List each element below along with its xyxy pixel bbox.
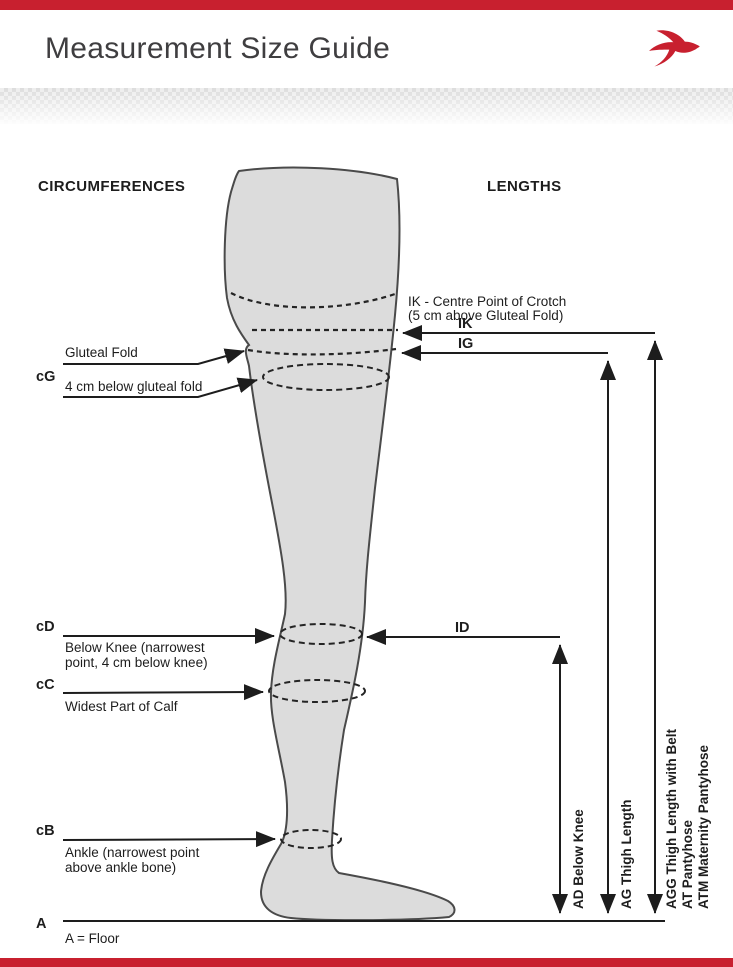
ag-length-label: AG Thigh Length: [619, 800, 634, 909]
ik-code: IK: [458, 316, 473, 332]
circumferences-heading: CIRCUMFERENCES: [38, 178, 185, 195]
cg-code: cG: [36, 369, 55, 385]
cg-sub-label: 4 cm below gluteal fold: [65, 379, 202, 394]
lengths-heading: LENGTHS: [487, 178, 561, 195]
hip-circumference-dash: [230, 292, 396, 309]
at-length-label: AT Pantyhose: [680, 819, 695, 909]
ik-note-line1: IK - Centre Point of Crotch: [408, 294, 566, 309]
leg-illustration: [223, 166, 456, 922]
id-code: ID: [455, 620, 470, 636]
bottom-accent-bar: [0, 958, 733, 967]
gluteal-fold-dash: [247, 347, 397, 356]
cd-code: cD: [36, 619, 55, 635]
cb-label-line1: Ankle (narrowest point: [65, 845, 200, 860]
swallow-bird-icon: [649, 30, 700, 67]
cc-arrow: [62, 684, 264, 701]
ik-note-line2: (5 cm above Gluteal Fold): [408, 308, 563, 323]
cd-label-line1: Below Knee (narrowest: [65, 640, 205, 655]
cc-label: Widest Part of Calf: [65, 699, 178, 714]
cb-code: cB: [36, 823, 55, 839]
cd-label-line2: point, 4 cm below knee): [65, 655, 208, 670]
cg-arrow: [63, 377, 258, 398]
a-floor-label: A = Floor: [65, 931, 120, 946]
thigh-circumference-ellipse: [262, 363, 390, 391]
measurement-diagram: CIRCUMFERENCES LENGTHS Gluteal Fold cG 4…: [36, 166, 711, 946]
a-code: A: [36, 916, 47, 932]
header: Measurement Size Guide: [0, 10, 733, 88]
cc-code: cC: [36, 677, 55, 693]
cb-label-line2: above ankle bone): [65, 860, 176, 875]
agg-length-label: AGG Thigh Length with Belt: [664, 729, 679, 909]
below-knee-circumference-ellipse: [279, 623, 363, 645]
gluteal-fold-label: Gluteal Fold: [65, 345, 138, 360]
page-title: Measurement Size Guide: [45, 32, 391, 65]
atm-length-label: ATM Maternity Pantyhose: [696, 744, 711, 909]
gluteal-fold-arrow: [63, 348, 245, 365]
texture-band: [0, 88, 733, 124]
top-accent-bar: [0, 0, 733, 10]
ankle-circumference-ellipse: [280, 829, 342, 849]
ad-length-label: AD Below Knee: [571, 809, 586, 909]
cb-arrow: [62, 831, 276, 848]
calf-circumference-ellipse: [268, 679, 366, 703]
brand-logo: [647, 28, 701, 70]
ig-code: IG: [458, 336, 473, 352]
